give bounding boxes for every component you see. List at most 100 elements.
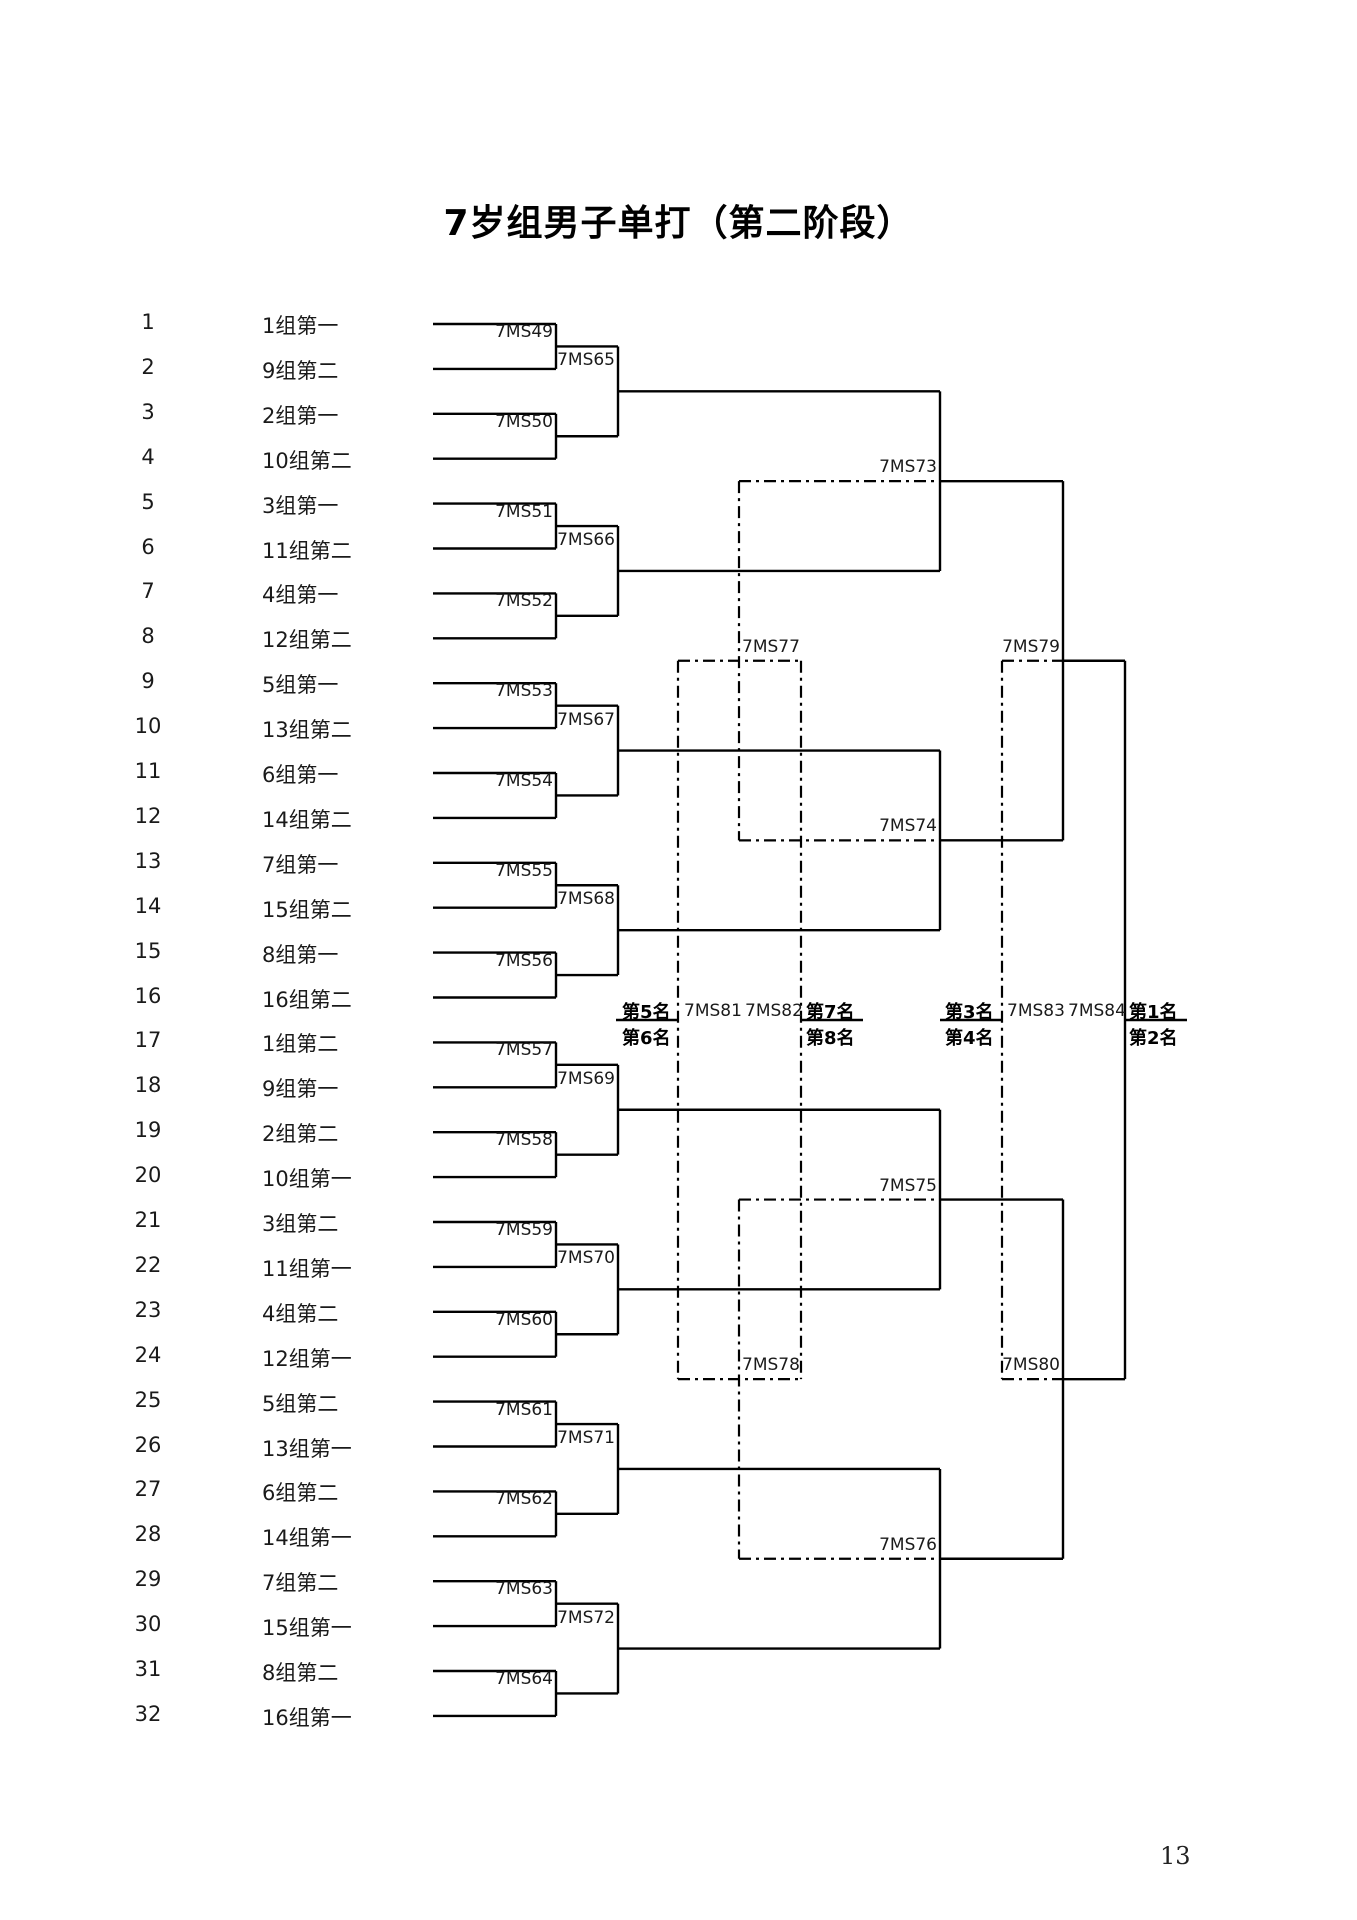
seed-name: 12组第二 bbox=[262, 628, 352, 653]
match-label-round2: 7MS65 bbox=[557, 350, 615, 371]
seed-name: 4组第二 bbox=[262, 1301, 339, 1326]
match-label-consolation: 7MS78 bbox=[742, 1355, 800, 1376]
seed-number: 11 bbox=[134, 759, 162, 783]
seed-number: 21 bbox=[134, 1208, 162, 1232]
page-title: 7岁组男子单打（第二阶段） bbox=[443, 203, 914, 244]
match-label-83: 7MS83 bbox=[1007, 1001, 1065, 1021]
match-label-consolation: 7MS77 bbox=[742, 636, 800, 657]
match-label-round2: 7MS71 bbox=[557, 1428, 615, 1449]
match-label-round1: 7MS56 bbox=[495, 950, 553, 971]
seed-number: 4 bbox=[141, 444, 155, 469]
seed-number: 1 bbox=[141, 310, 155, 334]
seed-number: 5 bbox=[141, 489, 155, 514]
match-label-round1: 7MS55 bbox=[495, 860, 553, 881]
seed-number: 10 bbox=[134, 714, 162, 739]
seed-number: 7 bbox=[141, 579, 155, 604]
match-label-quarterfinal: 7MS75 bbox=[879, 1175, 937, 1196]
seed-number: 22 bbox=[134, 1252, 162, 1277]
seed-number: 9 bbox=[141, 669, 155, 694]
match-label-round1: 7MS59 bbox=[495, 1220, 553, 1240]
seed-name: 6组第二 bbox=[262, 1481, 339, 1506]
match-label-round1: 7MS62 bbox=[495, 1489, 553, 1510]
match-label-81: 7MS81 bbox=[684, 1001, 742, 1021]
seed-name: 11组第二 bbox=[262, 538, 352, 563]
match-label-round1: 7MS57 bbox=[495, 1040, 553, 1061]
place-label-8th: 第8名 bbox=[806, 1028, 855, 1049]
page-number: 13 bbox=[1160, 1842, 1191, 1870]
seed-number: 30 bbox=[134, 1612, 162, 1637]
match-label-round2: 7MS68 bbox=[557, 889, 615, 910]
seed-number: 19 bbox=[134, 1118, 162, 1143]
seed-name: 9组第二 bbox=[262, 358, 339, 383]
place-label-7th: 第7名 bbox=[806, 1002, 855, 1023]
match-label-round1: 7MS52 bbox=[495, 591, 553, 612]
seed-number: 15 bbox=[134, 938, 162, 963]
match-label-round2: 7MS70 bbox=[557, 1248, 615, 1269]
seed-name: 1组第二 bbox=[262, 1032, 339, 1057]
seed-number: 28 bbox=[134, 1522, 162, 1547]
seed-name: 3组第二 bbox=[262, 1212, 339, 1236]
seed-name: 13组第二 bbox=[262, 718, 352, 743]
match-label-quarterfinal: 7MS74 bbox=[879, 816, 937, 837]
seed-number: 17 bbox=[134, 1028, 162, 1053]
seed-number: 6 bbox=[141, 534, 155, 559]
match-label-round1: 7MS63 bbox=[495, 1579, 553, 1600]
match-label-round1: 7MS50 bbox=[495, 411, 553, 432]
seed-name: 2组第二 bbox=[262, 1122, 339, 1147]
seed-number: 24 bbox=[134, 1342, 162, 1367]
seed-number: 18 bbox=[134, 1073, 162, 1098]
seed-number: 12 bbox=[134, 803, 162, 828]
seed-name: 16组第一 bbox=[262, 1705, 352, 1730]
match-label-round1: 7MS51 bbox=[495, 501, 553, 522]
match-label-semifinal: 7MS79 bbox=[1002, 636, 1060, 657]
seed-name: 8组第二 bbox=[262, 1661, 339, 1685]
place-label-4th: 第4名 bbox=[945, 1028, 994, 1049]
match-label-round1: 7MS58 bbox=[495, 1130, 553, 1151]
seed-number: 25 bbox=[134, 1387, 162, 1412]
match-label-quarterfinal: 7MS76 bbox=[879, 1534, 937, 1555]
place-label-3rd: 第3名 bbox=[945, 1002, 994, 1023]
seed-name: 4组第一 bbox=[262, 583, 339, 608]
match-label-round1: 7MS49 bbox=[495, 322, 553, 342]
match-label-round2: 7MS67 bbox=[557, 709, 615, 730]
place-label-2nd: 第2名 bbox=[1129, 1028, 1178, 1049]
seed-name: 8组第一 bbox=[262, 942, 339, 967]
match-label-quarterfinal: 7MS73 bbox=[879, 457, 937, 478]
match-label-round1: 7MS53 bbox=[495, 681, 553, 702]
match-label-round1: 7MS64 bbox=[495, 1669, 553, 1689]
seed-number: 16 bbox=[134, 983, 162, 1008]
seed-number: 20 bbox=[134, 1163, 162, 1188]
match-label-round2: 7MS66 bbox=[557, 530, 615, 551]
place-label-6th: 第6名 bbox=[622, 1028, 671, 1049]
seed-number: 29 bbox=[134, 1567, 162, 1592]
seed-name: 5组第二 bbox=[262, 1391, 339, 1416]
seed-name: 16组第二 bbox=[262, 987, 352, 1012]
seed-name: 5组第一 bbox=[262, 673, 339, 698]
seed-name: 10组第二 bbox=[262, 448, 352, 473]
seed-name: 6组第一 bbox=[262, 763, 339, 787]
seed-name: 14组第一 bbox=[262, 1526, 352, 1551]
seed-name: 3组第一 bbox=[262, 493, 339, 518]
seed-number: 3 bbox=[141, 399, 155, 424]
seed-name: 7组第一 bbox=[262, 852, 339, 877]
seed-name: 11组第一 bbox=[262, 1256, 352, 1281]
seed-name: 15组第二 bbox=[262, 897, 352, 922]
seed-name: 1组第一 bbox=[262, 314, 339, 338]
place-label-1st: 第1名 bbox=[1129, 1002, 1178, 1023]
seed-number: 32 bbox=[134, 1701, 162, 1726]
seed-number: 13 bbox=[134, 848, 162, 873]
seed-number: 31 bbox=[134, 1657, 162, 1681]
seed-number: 2 bbox=[141, 354, 155, 379]
seed-number: 8 bbox=[141, 624, 155, 649]
seed-name: 9组第一 bbox=[262, 1077, 339, 1102]
match-label-round2: 7MS69 bbox=[557, 1068, 615, 1089]
match-label-semifinal: 7MS80 bbox=[1002, 1355, 1060, 1376]
seed-number: 27 bbox=[134, 1477, 162, 1502]
place-label-5th: 第5名 bbox=[622, 1002, 671, 1023]
seed-name: 2组第一 bbox=[262, 403, 339, 428]
match-label-round2: 7MS72 bbox=[557, 1607, 615, 1628]
seed-number: 14 bbox=[134, 893, 162, 918]
match-label-82: 7MS82 bbox=[745, 1001, 803, 1021]
seed-name: 14组第二 bbox=[262, 807, 352, 832]
